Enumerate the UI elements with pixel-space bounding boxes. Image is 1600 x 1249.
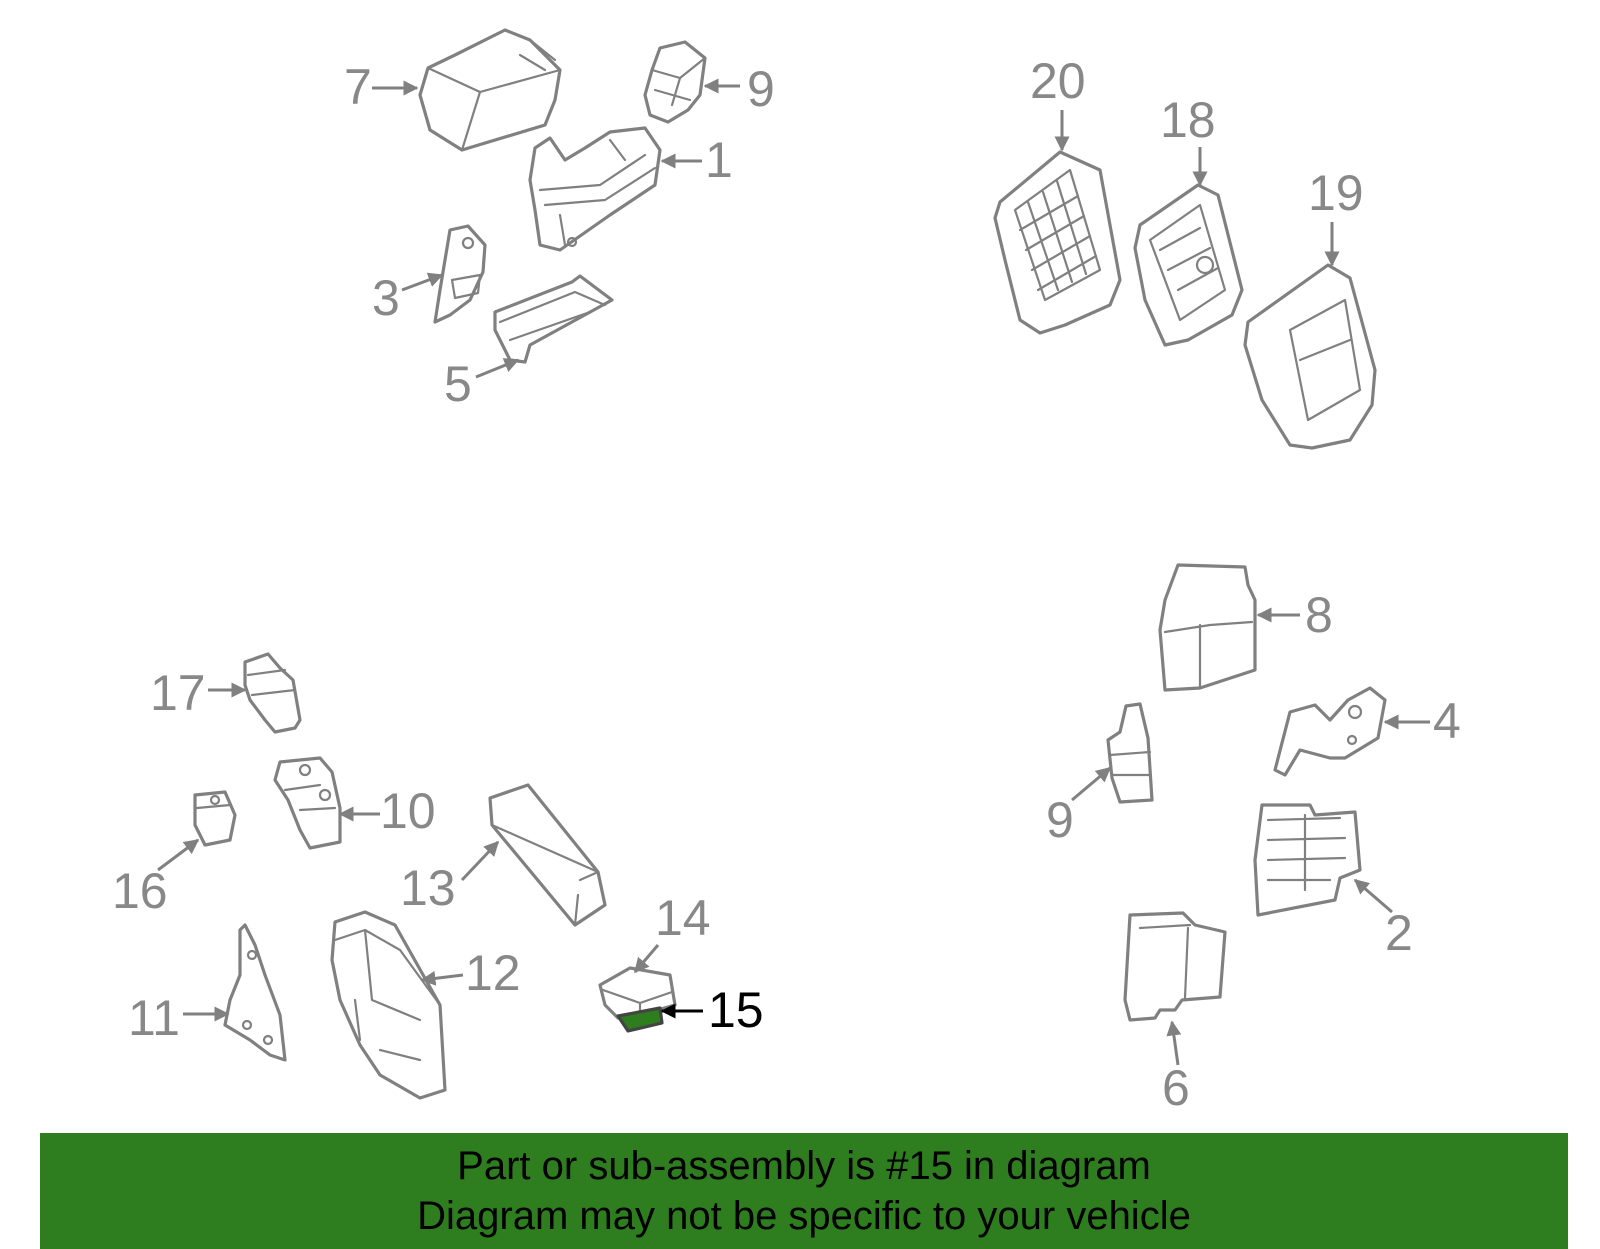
- part-8[interactable]: [1158, 563, 1257, 692]
- part-18[interactable]: [1133, 183, 1244, 347]
- callout-14: 14: [655, 890, 711, 946]
- arrow-9-bottom: [1071, 766, 1112, 802]
- part-3[interactable]: [433, 224, 487, 324]
- arrow-12: [420, 970, 464, 986]
- callout-8: 8: [1305, 587, 1333, 643]
- banner-line-1: Part or sub-assembly is #15 in diagram: [457, 1144, 1151, 1188]
- callout-20: 20: [1030, 53, 1086, 109]
- callout-9-top: 9: [747, 61, 775, 117]
- part-12[interactable]: [330, 910, 447, 1100]
- callout-16: 16: [112, 863, 168, 919]
- callout-6: 6: [1162, 1060, 1190, 1116]
- arrow-16: [157, 838, 200, 872]
- part-6[interactable]: [1123, 911, 1227, 1022]
- part-15[interactable]: [616, 1006, 664, 1033]
- part-20[interactable]: [993, 150, 1122, 335]
- part-9-bottom[interactable]: [1106, 702, 1154, 804]
- part-7[interactable]: [418, 28, 562, 152]
- part-15-highlight: [616, 1006, 664, 1033]
- arrow-2: [1353, 878, 1393, 914]
- arrow-5: [475, 358, 520, 379]
- part-10[interactable]: [273, 756, 342, 850]
- notice-banner: Part or sub-assembly is #15 in diagram D…: [40, 1133, 1568, 1249]
- callout-13: 13: [400, 860, 456, 916]
- callout-15: 15: [708, 982, 764, 1038]
- callout-19: 19: [1308, 165, 1364, 221]
- callout-11: 11: [128, 990, 180, 1046]
- part-11[interactable]: [223, 923, 287, 1062]
- callout-9-bottom: 9: [1046, 792, 1074, 848]
- callout-4: 4: [1433, 693, 1461, 749]
- part-1[interactable]: [528, 126, 662, 252]
- callout-3: 3: [372, 270, 400, 326]
- part-2[interactable]: [1253, 803, 1362, 917]
- callout-7: 7: [344, 59, 372, 115]
- banner-line-2: Diagram may not be specific to your vehi…: [417, 1194, 1191, 1238]
- part-16[interactable]: [193, 790, 237, 847]
- part-4[interactable]: [1273, 686, 1387, 777]
- callout-17: 17: [150, 665, 206, 721]
- part-17[interactable]: [243, 652, 302, 734]
- arrow-6: [1166, 1020, 1182, 1066]
- arrow-13: [460, 840, 500, 882]
- callout-10: 10: [380, 783, 436, 839]
- part-19[interactable]: [1243, 263, 1377, 450]
- callout-12: 12: [465, 945, 521, 1001]
- callout-1: 1: [705, 132, 733, 188]
- callout-5: 5: [444, 356, 472, 412]
- part-9-top[interactable]: [643, 40, 707, 124]
- arrow-14: [633, 944, 660, 974]
- callout-2: 2: [1385, 905, 1413, 961]
- arrow-3: [401, 272, 444, 292]
- part-5[interactable]: [493, 274, 614, 364]
- callout-18: 18: [1160, 92, 1216, 148]
- part-13[interactable]: [488, 783, 607, 927]
